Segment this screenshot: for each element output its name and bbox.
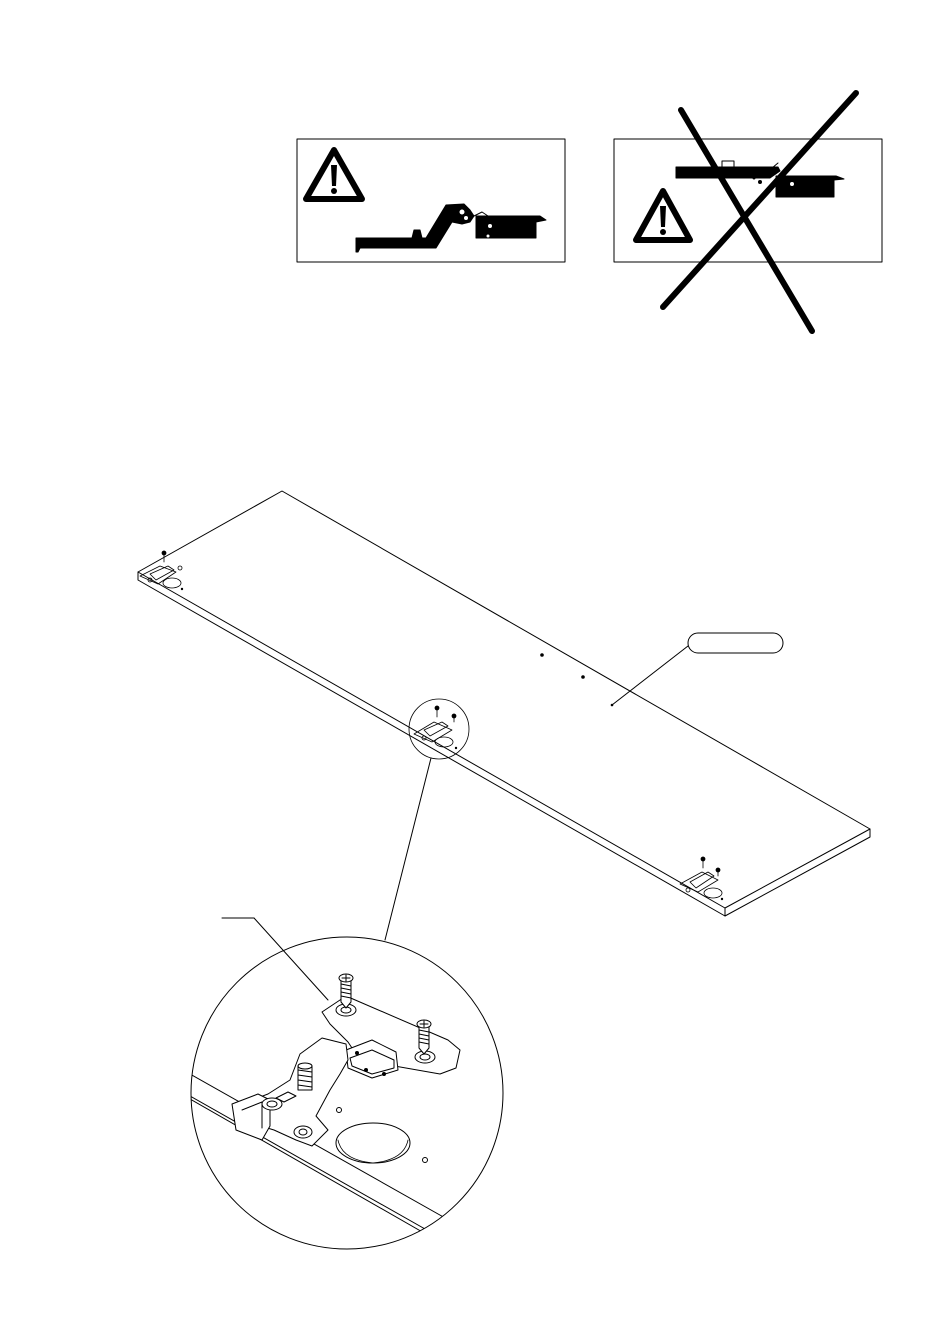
detail-callout — [222, 918, 328, 1000]
door-panel — [138, 491, 870, 916]
detail-magnifier — [190, 918, 503, 1249]
correct-hinge-panel — [297, 139, 565, 262]
hinge-left — [140, 551, 183, 590]
screw-icon — [417, 1020, 431, 1054]
warning-triangle-icon — [636, 191, 690, 240]
wrong-hinge-panel — [614, 93, 882, 331]
screw-icon — [339, 974, 353, 1008]
warning-triangle-icon — [306, 150, 362, 199]
hinge-profile-wrong — [676, 161, 844, 197]
hinge-profile-correct — [356, 204, 546, 252]
detail-connector — [385, 758, 431, 940]
cross-out-mark — [663, 93, 856, 331]
hinge-middle — [409, 699, 469, 759]
detail-hinge — [232, 996, 460, 1146]
part-callout-label — [688, 633, 783, 653]
adjustment-screw-icon — [298, 1063, 312, 1090]
